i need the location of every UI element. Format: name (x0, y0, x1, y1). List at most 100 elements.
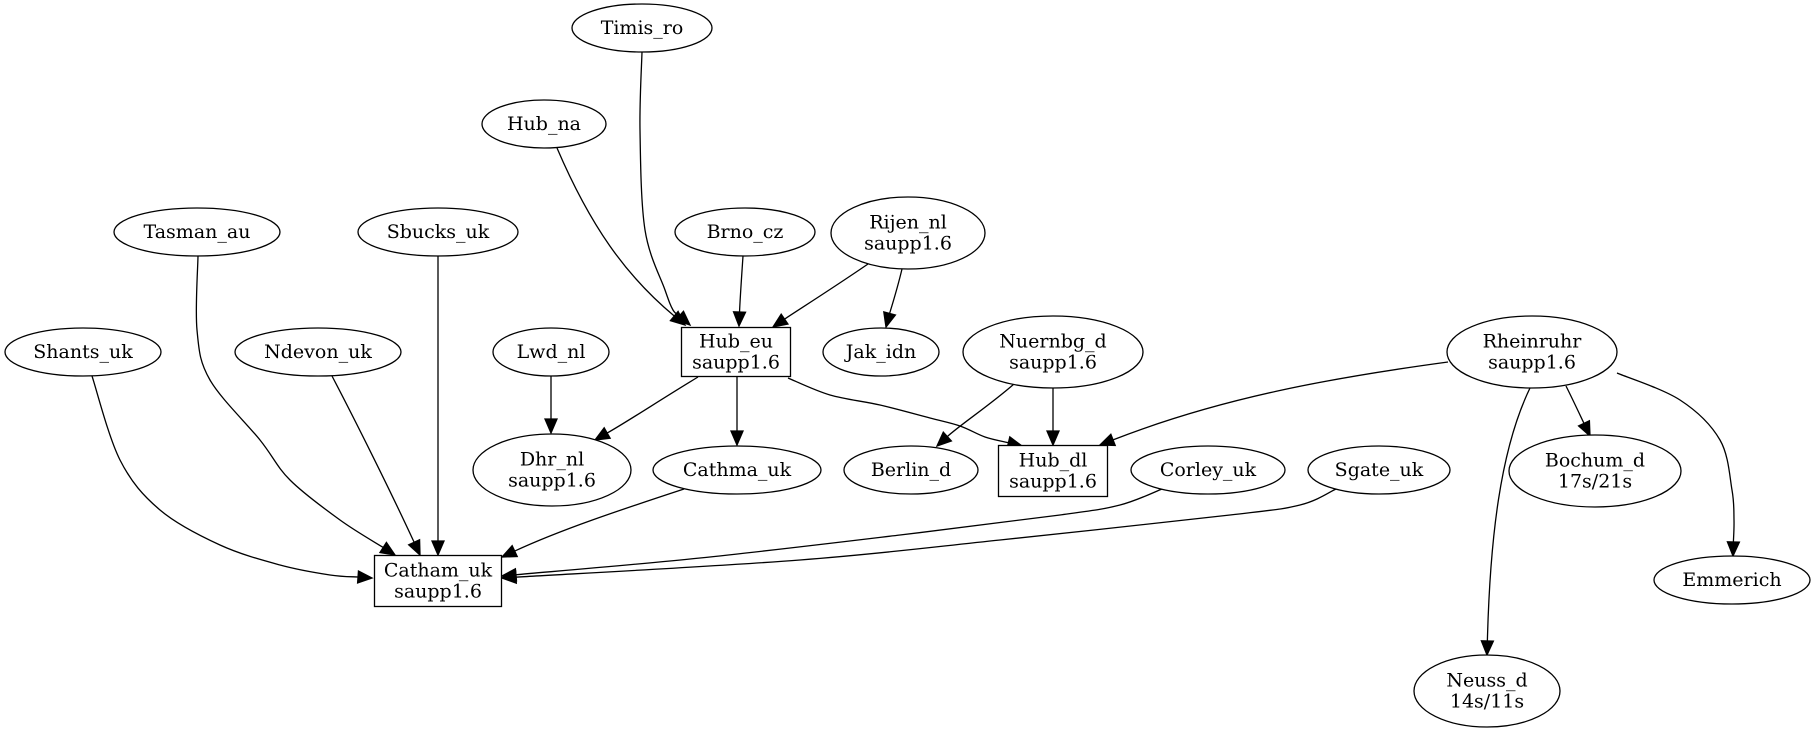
node-detail-label: saupp1.6 (864, 233, 952, 255)
node-hub-na[interactable]: Hub_na (481, 99, 607, 149)
arrowhead-icon (500, 570, 518, 585)
node-brno-cz[interactable]: Brno_cz (674, 207, 816, 257)
node-detail-label: saupp1.6 (1009, 352, 1097, 374)
node-ellipse (1446, 315, 1618, 389)
edge-nuernbg-d-to-berlin-d (935, 383, 1015, 448)
edge-tasman-au-to-catham-uk (195, 255, 397, 556)
node-ellipse (822, 327, 940, 377)
node-name-label: Sgate_uk (1335, 459, 1424, 481)
edge-line (1486, 387, 1531, 642)
node-ellipse (571, 3, 713, 53)
node-name-label: Dhr_nl (520, 449, 584, 471)
edge-nuernbg-d-to-hub-dl (1046, 388, 1060, 447)
node-detail-label: 17s/21s (1558, 471, 1632, 493)
edge-timis-ro-to-hub-eu (639, 51, 692, 327)
node-name-label: Cathma_uk (683, 459, 792, 481)
arrowhead-icon (544, 418, 558, 435)
edge-line (556, 147, 675, 317)
edge-line (639, 51, 680, 317)
node-ellipse (652, 445, 822, 495)
edge-line (515, 488, 1337, 578)
node-ellipse (843, 445, 979, 495)
arrowhead-icon (935, 430, 953, 448)
edge-rheinruhr-to-emmerich (1616, 372, 1741, 558)
arrowhead-icon (1480, 640, 1495, 657)
node-detail-label: saupp1.6 (1009, 471, 1097, 493)
edge-hub-na-to-hub-eu (556, 147, 687, 327)
edges-layer (91, 51, 1741, 657)
node-emmerich[interactable]: Emmerich (1653, 555, 1811, 605)
node-name-label: Catham_uk (384, 560, 493, 582)
node-tasman-au[interactable]: Tasman_au (113, 207, 281, 257)
edge-cathma-uk-to-catham-uk (500, 488, 685, 558)
edge-brno-cz-to-hub-eu (732, 255, 747, 328)
edge-line (514, 488, 685, 552)
node-ndevon-uk[interactable]: Ndevon_uk (234, 327, 402, 377)
node-name-label: Rijen_nl (869, 212, 947, 234)
node-ellipse (472, 433, 632, 507)
node-name-label: Shants_uk (33, 341, 133, 363)
edge-rijen-nl-to-jak-idn (883, 268, 903, 329)
edge-rheinruhr-to-neuss-d (1480, 387, 1531, 657)
node-name-label: Neuss_d (1446, 670, 1527, 692)
node-name-label: Bochum_d (1545, 450, 1645, 472)
edge-rheinruhr-to-bochum-d (1565, 385, 1591, 438)
edge-line (738, 255, 744, 313)
arrowhead-icon (883, 311, 897, 329)
edge-line (946, 383, 1015, 438)
node-ellipse (4, 327, 162, 377)
edge-line (331, 375, 415, 543)
node-berlin-d[interactable]: Berlin_d (843, 445, 979, 495)
arrowhead-icon (732, 311, 747, 328)
edge-rheinruhr-to-hub-dl (1098, 361, 1449, 447)
node-cathma-uk[interactable]: Cathma_uk (652, 445, 822, 495)
arrowhead-icon (1098, 433, 1117, 447)
node-sgate-uk[interactable]: Sgate_uk (1307, 445, 1451, 495)
node-sbucks-uk[interactable]: Sbucks_uk (357, 207, 519, 257)
edge-line (1616, 372, 1735, 543)
node-name-label: Sbucks_uk (387, 221, 490, 243)
node-shants-uk[interactable]: Shants_uk (4, 327, 162, 377)
edge-line (195, 255, 384, 549)
edge-rijen-nl-to-hub-eu (771, 263, 869, 328)
node-corley-uk[interactable]: Corley_uk (1130, 445, 1286, 495)
arrowhead-icon (1726, 541, 1741, 558)
node-ellipse (1508, 434, 1682, 508)
node-box (373, 554, 503, 608)
node-name-label: Emmerich (1682, 569, 1781, 591)
node-name-label: Lwd_nl (517, 341, 586, 363)
arrowhead-icon (593, 426, 612, 441)
node-ellipse (674, 207, 816, 257)
arrowhead-icon (1577, 419, 1591, 438)
node-ellipse (113, 207, 281, 257)
node-timis-ro[interactable]: Timis_ro (571, 3, 713, 53)
arrowhead-icon (378, 541, 397, 556)
edge-lwd-nl-to-dhr-nl (544, 376, 558, 435)
edge-line (888, 268, 903, 314)
node-jak-idn[interactable]: Jak_idn (822, 327, 940, 377)
edge-line (787, 377, 1009, 444)
node-name-label: Ndevon_uk (264, 341, 372, 363)
edge-sgate-uk-to-catham-uk (500, 488, 1337, 585)
node-detail-label: saupp1.6 (508, 470, 596, 492)
edge-line (1565, 385, 1585, 424)
node-lwd-nl[interactable]: Lwd_nl (492, 327, 610, 377)
edge-corley-uk-to-catham-uk (500, 488, 1163, 582)
node-name-label: Hub_dl (1019, 450, 1088, 472)
node-name-label: Nuernbg_d (999, 331, 1106, 353)
edge-sbucks-uk-to-catham-uk (431, 255, 445, 557)
edge-shants-uk-to-catham-uk (91, 375, 374, 584)
node-name-label: Brno_cz (707, 221, 784, 243)
node-ellipse (830, 196, 986, 270)
